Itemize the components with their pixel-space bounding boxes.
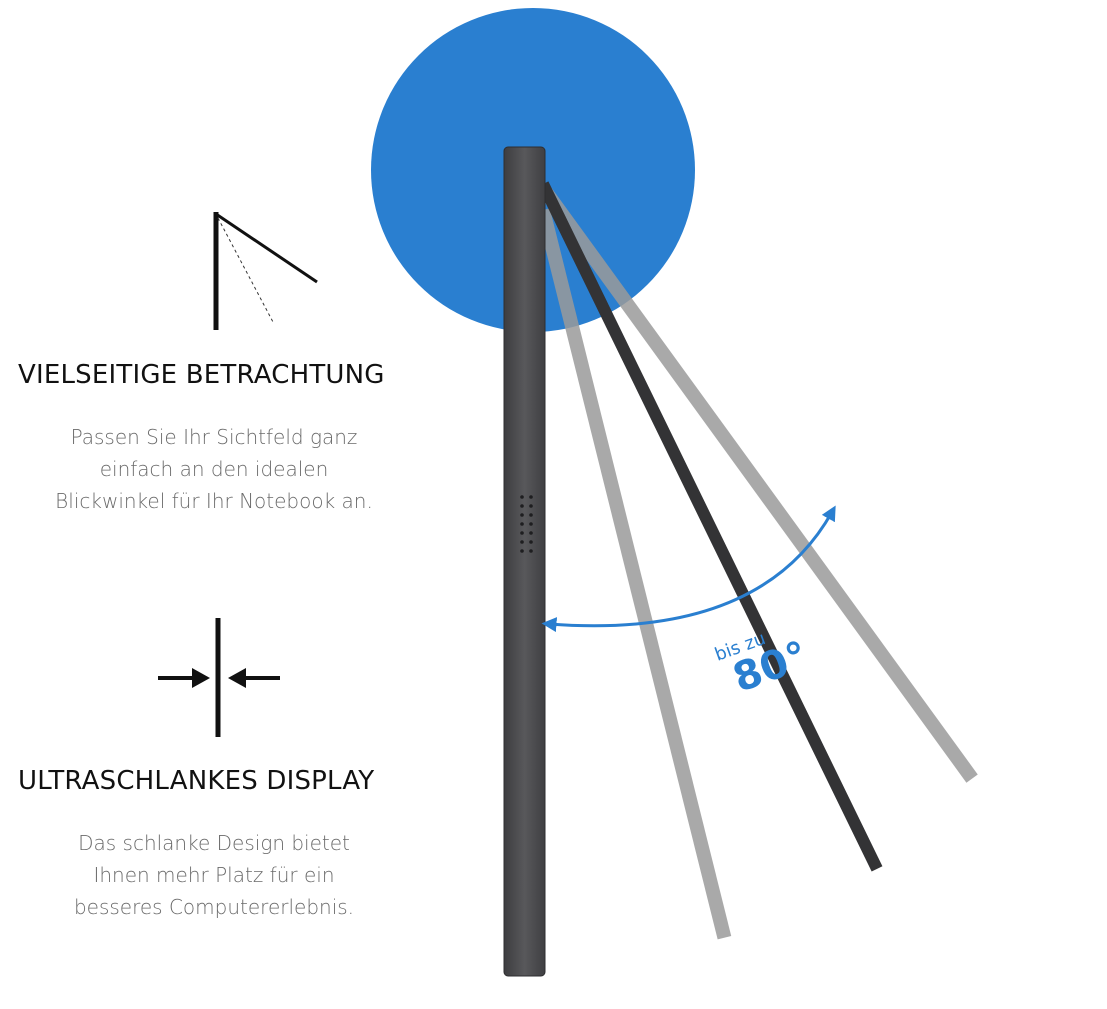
feature-title-slim: ULTRASCHLANKES DISPLAY [18,766,375,796]
desc-line: Blickwinkel für Ihr Notebook an. [55,489,373,513]
viewing-angle-icon [213,212,318,330]
desc-line: Das schlanke Design bietet [78,831,350,855]
feature-title-viewing: VIELSEITIGE BETRACHTUNG [18,360,385,390]
monitor-side-profile [503,146,546,977]
desc-line: besseres Computererlebnis. [73,895,355,919]
slim-profile-icon [158,618,280,737]
speaker-grille [520,495,533,553]
desc-line: Passen Sie Ihr Sichtfeld ganz [70,425,358,449]
tilted-panel-dark [537,181,883,872]
desc-line: einfach an den idealen [99,457,329,481]
feature-desc-slim: Das schlanke Design bietet Ihnen mehr Pl… [14,827,414,923]
feature-desc-viewing: Passen Sie Ihr Sichtfeld ganz einfach an… [14,421,414,517]
tilted-panel-far [537,183,978,783]
desc-line: Ihnen mehr Platz für ein [93,863,335,887]
angle-arc [541,505,836,633]
